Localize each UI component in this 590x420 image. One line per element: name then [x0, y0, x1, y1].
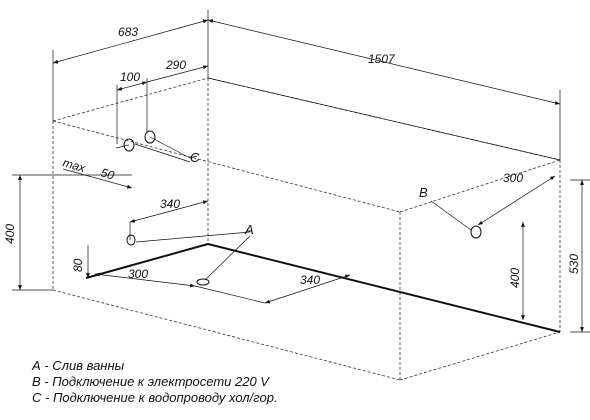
dimension-lines	[18, 19, 584, 332]
dim-683: 683	[118, 25, 138, 39]
dim-340-top: 340	[160, 197, 180, 211]
dim-max: max	[61, 155, 88, 175]
dim-400-left: 400	[3, 224, 17, 244]
legend: А - Слив ванны В - Подключение к электро…	[32, 358, 278, 406]
legend-item-b: В - Подключение к электросети 220 V	[32, 374, 269, 389]
tub-outline	[52, 77, 561, 381]
legend-item-c: С - Подключение к водопроводу хол/гор.	[32, 390, 278, 405]
dim-530: 530	[567, 254, 581, 274]
marker-c: C	[190, 150, 200, 165]
dim-400-right: 400	[508, 268, 522, 288]
marker-b: B	[419, 185, 428, 200]
floor-edges	[85, 243, 561, 333]
dim-100: 100	[120, 70, 140, 84]
electrical-connection	[430, 200, 482, 239]
dim-300-bottom: 300	[128, 267, 148, 281]
dim-50: 50	[99, 165, 116, 182]
dim-340-bottom: 340	[300, 273, 320, 287]
dim-80: 80	[71, 258, 85, 272]
drain-outlet	[126, 231, 251, 286]
marker-a: A	[244, 222, 254, 237]
water-supply-connection	[115, 130, 198, 163]
dim-1507: 1507	[368, 52, 396, 66]
legend-item-a: А - Слив ванны	[32, 358, 125, 373]
dim-300-right: 300	[503, 171, 523, 185]
dim-290: 290	[165, 58, 186, 72]
